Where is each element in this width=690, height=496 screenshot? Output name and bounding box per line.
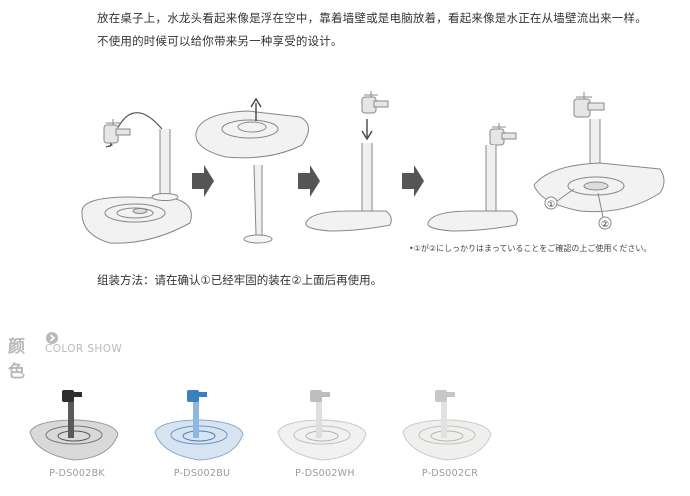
arrow-icon	[402, 165, 424, 197]
product-item[interactable]: P-DS002WH	[270, 380, 380, 480]
color-title-cn: 颜色	[8, 337, 25, 382]
product-image	[29, 390, 119, 461]
assembly-diagram: ① ② •①が②にしっかりはまっていることをご確認の上ご使用ください。	[81, 91, 665, 253]
assembly-instructions: 组装方法：请在确认①已经牢固的装在②上面后再使用。	[97, 273, 383, 287]
product-code: P-DS002BK	[49, 468, 105, 479]
product-code: P-DS002BU	[173, 468, 231, 479]
detail-illustration	[533, 92, 665, 230]
marker-1: ①	[547, 200, 555, 210]
step-2-illustration	[195, 97, 309, 244]
product-code: P-DS002CR	[421, 468, 479, 479]
product-item[interactable]: P-DS002BU	[147, 380, 257, 480]
step-1-illustration	[81, 112, 192, 244]
usage-note: •①が②にしっかりはまっていることをご確認の上ご使用ください。	[409, 243, 651, 253]
arrow-icon	[192, 165, 214, 197]
product-image	[277, 390, 367, 461]
product-image	[402, 390, 492, 461]
product-item[interactable]: P-DS002CR	[395, 380, 505, 480]
description-line-1: 放在桌子上，水龙头看起来像是浮在空中，靠着墙壁或是电脑放着，看起来像是水正在从墙…	[97, 11, 647, 25]
product-image	[154, 390, 244, 461]
product-code: P-DS002WH	[295, 468, 355, 479]
step-3-illustration	[305, 91, 392, 232]
arrow-circle-icon	[46, 332, 58, 344]
arrow-icon	[298, 165, 320, 197]
description-line-2: 不使用的时候可以给你带来另一种享受的设计。	[97, 34, 343, 48]
product-item[interactable]: P-DS002BK	[22, 380, 132, 480]
color-title-en: COLOR SHOW	[45, 343, 123, 355]
marker-2: ②	[601, 220, 609, 230]
step-4-illustration	[427, 123, 518, 232]
